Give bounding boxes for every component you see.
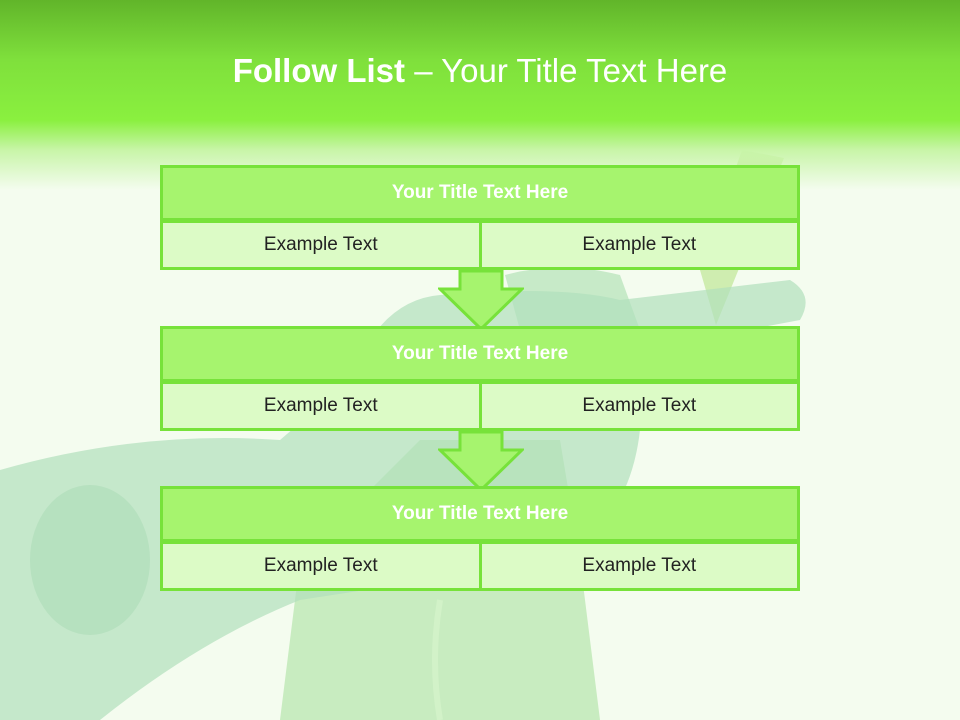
slide-title: Follow List – Your Title Text Here [0, 52, 960, 90]
title-rest: – Your Title Text Here [405, 52, 728, 89]
header-band [0, 0, 960, 190]
down-arrow-icon [438, 430, 524, 492]
list-block-2: Your Title Text Here Example Text Exampl… [160, 326, 800, 431]
block-title: Your Title Text Here [160, 326, 800, 382]
block-row: Example Text Example Text [160, 220, 800, 270]
block-cell-right: Example Text [478, 381, 800, 431]
block-title: Your Title Text Here [160, 486, 800, 542]
block-title: Your Title Text Here [160, 165, 800, 221]
block-cell-right: Example Text [478, 220, 800, 270]
block-row: Example Text Example Text [160, 541, 800, 591]
list-block-3: Your Title Text Here Example Text Exampl… [160, 486, 800, 591]
block-cell-left: Example Text [160, 220, 482, 270]
title-bold: Follow List [232, 52, 406, 89]
list-block-1: Your Title Text Here Example Text Exampl… [160, 165, 800, 270]
block-cell-left: Example Text [160, 381, 482, 431]
block-cell-left: Example Text [160, 541, 482, 591]
down-arrow-icon [438, 269, 524, 331]
block-cell-right: Example Text [478, 541, 800, 591]
block-row: Example Text Example Text [160, 381, 800, 431]
